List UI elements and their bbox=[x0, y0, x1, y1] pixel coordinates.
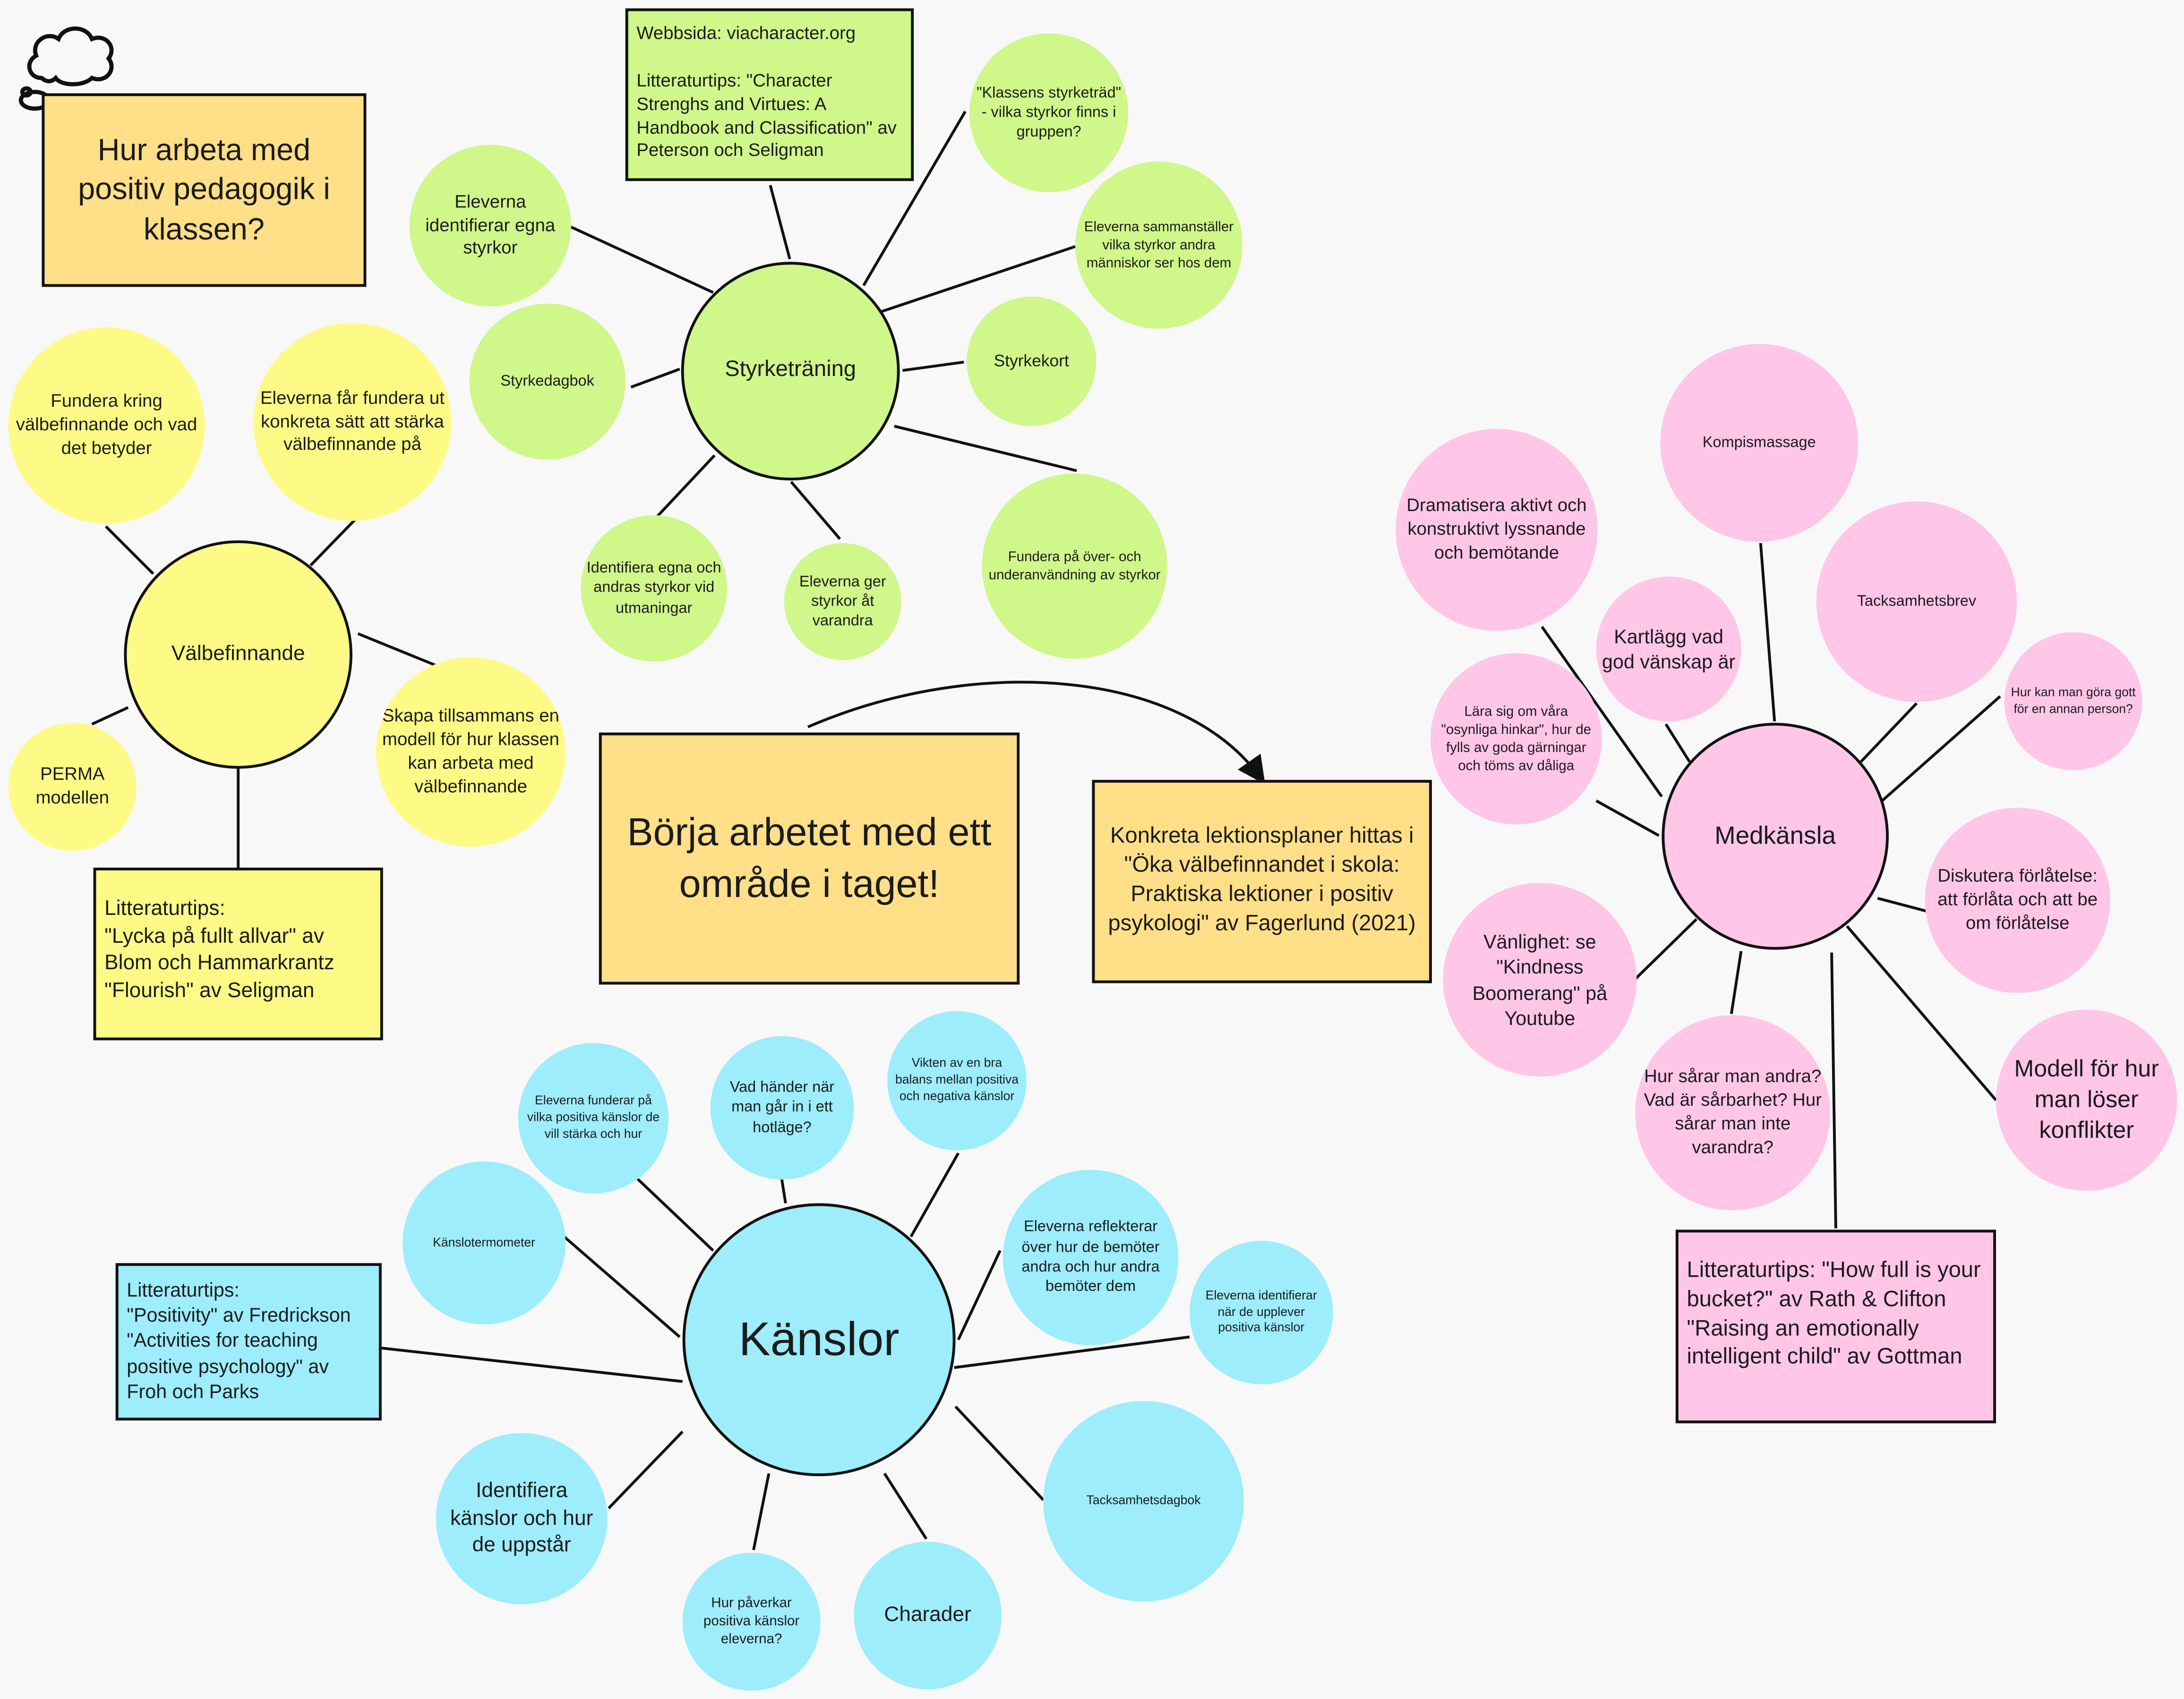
styrketraning-hub: Styrketräning bbox=[681, 262, 900, 481]
kansl-affect: Hur påverkar positiva känslor eleverna? bbox=[682, 1553, 821, 1691]
valbef-model: Skapa tillsammans en modell för hur klas… bbox=[376, 657, 566, 847]
kanslor-hub: Känslor bbox=[682, 1203, 956, 1477]
medk-kindness: Vänlighet: se "Kindness Boomerang" på Yo… bbox=[1443, 883, 1637, 1077]
kansl-identify: Identifiera känslor och hur de uppstår bbox=[436, 1433, 608, 1605]
styrke-diary: Styrkedagbok bbox=[469, 303, 625, 460]
kansl-identify-when: Eleverna identifierar när de upplever po… bbox=[1189, 1241, 1333, 1384]
center-note: Börja arbetet med ett område i taget! bbox=[599, 732, 1020, 985]
medk-hurt: Hur sårar man andra? Vad är sårbarhet? H… bbox=[1635, 1015, 1831, 1211]
lessons-note: Konkreta lektionsplaner hittas i "Öka vä… bbox=[1092, 780, 1432, 983]
styrke-challenges: Identifiera egna och andras styrkor vid … bbox=[581, 515, 728, 662]
kansl-strengthen: Eleverna funderar på vilka positiva käns… bbox=[518, 1043, 669, 1194]
medk-forgive: Diskutera förlåtelse: att förlåta och at… bbox=[1925, 808, 2110, 993]
medk-conflicts: Modell för hur man löser konflikter bbox=[1996, 1009, 2177, 1191]
kansl-hot: Vad händer när man går in i ett hotläge? bbox=[710, 1036, 854, 1180]
kansl-charades: Charader bbox=[854, 1541, 1002, 1690]
kansl-balance: Vikten av en bra balans mellan positiva … bbox=[887, 1011, 1027, 1151]
medk-thanks-letter: Tacksamhetsbrev bbox=[1816, 501, 2017, 702]
title-note: Hur arbeta med positiv pedagogik i klass… bbox=[42, 93, 367, 287]
valbef-ways: Eleverna får fundera ut konkreta sätt at… bbox=[253, 323, 452, 521]
medk-massage: Kompismassage bbox=[1660, 344, 1859, 542]
valbef-books-note: Litteraturtips: "Lycka på fullt allvar" … bbox=[93, 867, 383, 1041]
kansl-gratitude: Tacksamhetsdagbok bbox=[1043, 1401, 1244, 1602]
styrke-identify: Eleverna identifierar egna styrkor bbox=[409, 145, 571, 307]
valbefinnande-hub: Välbefinnande bbox=[124, 540, 352, 769]
styrke-cards: Styrkekort bbox=[967, 297, 1096, 427]
styrke-website-note: Webbsida: viacharacter.org Litteraturtip… bbox=[625, 8, 914, 181]
medk-friendship: Kartlägg vad god vänskap är bbox=[1596, 576, 1741, 722]
medk-do-good: Hur kan man göra gott för en annan perso… bbox=[2004, 632, 2142, 770]
kansl-thermometer: Känslotermometer bbox=[403, 1161, 566, 1324]
kansl-reflect: Eleverna reflekterar över hur de bemöter… bbox=[1002, 1170, 1179, 1346]
medk-books-note: Litteraturtips: "How full is your bucket… bbox=[1675, 1229, 1996, 1424]
styrke-others-see: Eleverna sammanställer vilka styrkor and… bbox=[1075, 162, 1242, 329]
medk-dramatize: Dramatisera aktivt och konstruktivt lyss… bbox=[1396, 429, 1598, 631]
medkansla-hub: Medkänsla bbox=[1662, 723, 1889, 950]
valbef-think: Fundera kring välbefinnande och vad det … bbox=[8, 327, 205, 524]
valbef-perma: PERMA modellen bbox=[8, 723, 137, 851]
kansl-books-note: Litteraturtips: "Positivity" av Fredrick… bbox=[115, 1263, 382, 1421]
medk-buckets: Lära sig om våra "osynliga hinkar", hur … bbox=[1430, 653, 1602, 825]
styrke-tree: "Klassens styrketräd" - vilka styrkor fi… bbox=[969, 33, 1129, 192]
styrke-give: Eleverna ger styrkor åt varandra bbox=[784, 543, 901, 660]
styrke-overuse: Fundera på över- och underanvändning av … bbox=[982, 473, 1167, 659]
